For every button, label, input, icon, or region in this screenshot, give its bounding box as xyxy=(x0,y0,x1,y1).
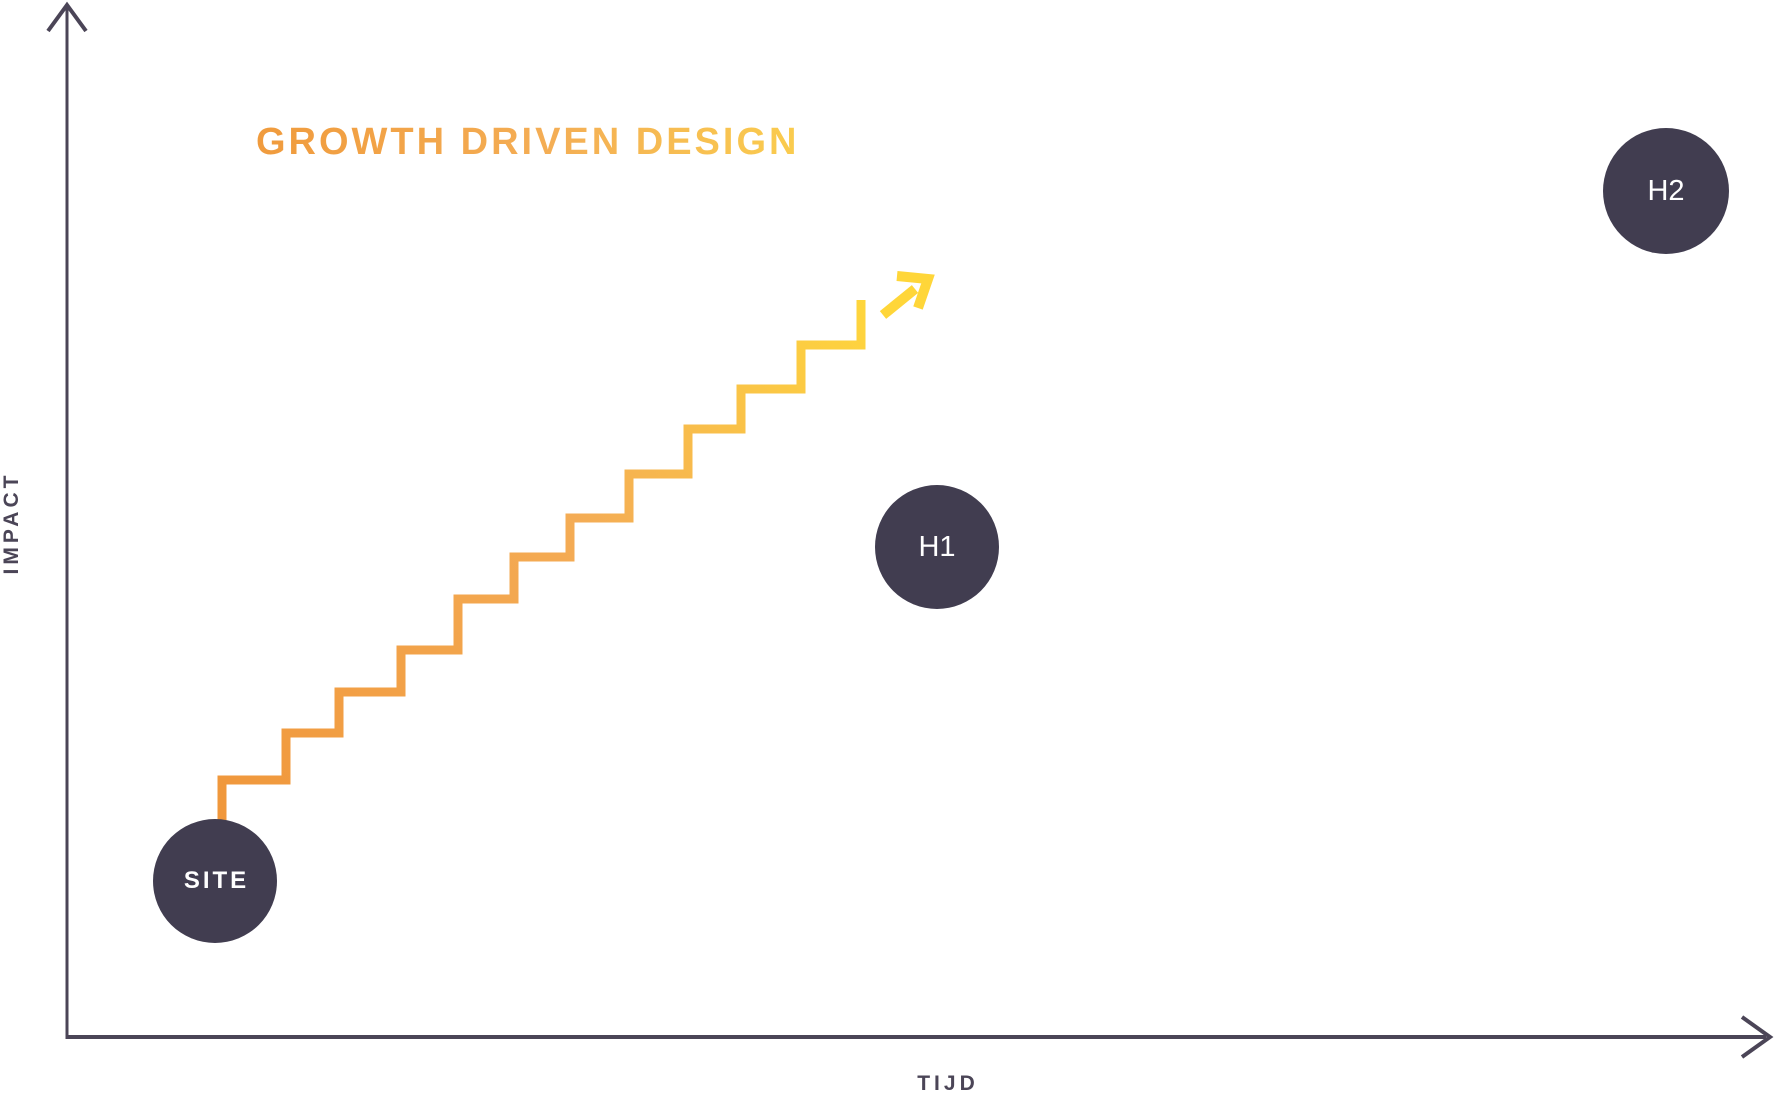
x-axis-arrowhead-icon xyxy=(1740,1015,1774,1059)
node-h2-label: H2 xyxy=(1647,174,1685,207)
y-axis-label: IMPACT xyxy=(0,471,23,575)
node-h1: H1 xyxy=(875,485,999,609)
x-axis-label: TIJD xyxy=(917,1072,979,1095)
page-title: GROWTH DRIVEN DESIGN xyxy=(256,121,800,163)
node-site-label: SITE xyxy=(183,867,250,894)
growth-arrow-icon xyxy=(879,271,935,319)
staircase-growth-line xyxy=(217,300,866,824)
node-site: SITE xyxy=(153,819,277,943)
growth-arrow-shaft xyxy=(879,285,919,319)
y-axis-arrowhead-icon xyxy=(46,1,88,33)
node-h2: H2 xyxy=(1603,128,1729,254)
node-h1-label: H1 xyxy=(918,530,956,563)
growth-arrow-head xyxy=(896,271,935,310)
